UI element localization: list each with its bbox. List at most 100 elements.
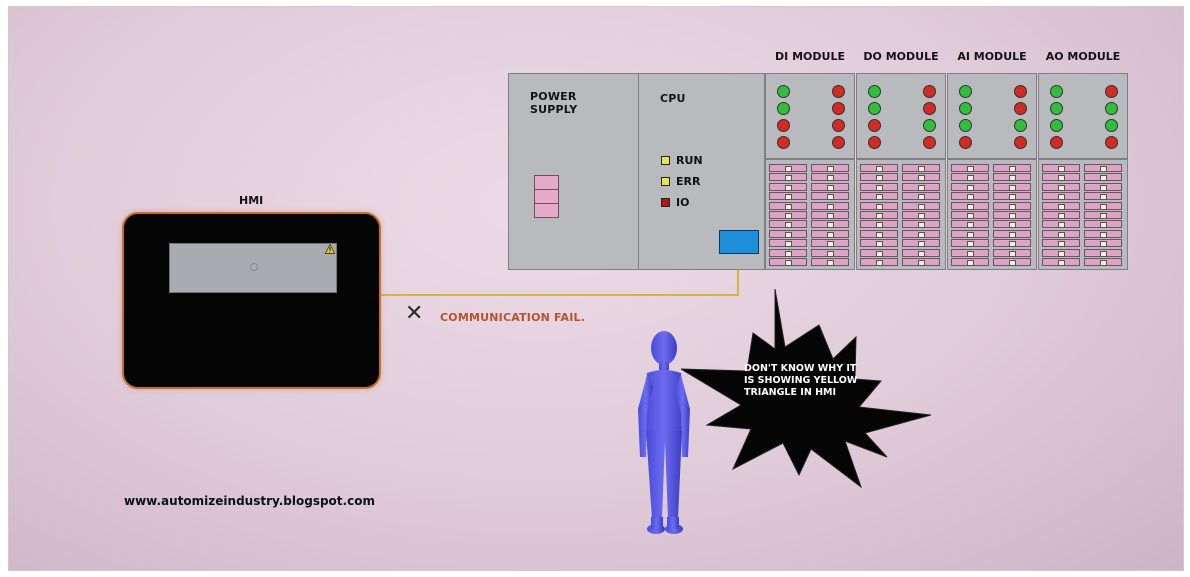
- module-led: [1050, 136, 1063, 149]
- module-led: [1014, 119, 1027, 132]
- module-title: DI MODULE: [775, 50, 845, 63]
- power-supply-module: POWER SUPPLY: [508, 73, 639, 270]
- terminal: [993, 173, 1031, 182]
- terminal: [902, 229, 940, 238]
- terminal: [860, 201, 898, 210]
- speech-burst: [681, 289, 931, 489]
- terminal: [1042, 173, 1080, 182]
- io-module-1: DO MODULE: [856, 50, 946, 270]
- terminal: [902, 173, 940, 182]
- terminal: [902, 211, 940, 219]
- terminal: [769, 164, 807, 172]
- module-led: [1050, 102, 1063, 115]
- terminal: [860, 182, 898, 191]
- module-led: [923, 136, 936, 149]
- terminal: [951, 258, 989, 266]
- terminal: [769, 201, 807, 210]
- terminal: [1084, 258, 1122, 266]
- terminal: [811, 192, 849, 201]
- terminal: [1084, 211, 1122, 219]
- communication-status: COMMUNICATION FAIL.: [440, 311, 586, 324]
- terminal: [1084, 192, 1122, 201]
- terminal: [811, 258, 849, 266]
- hmi-device: [122, 212, 381, 389]
- terminal: [769, 258, 807, 266]
- module-title: AO MODULE: [1045, 50, 1121, 63]
- terminal: [1084, 229, 1122, 238]
- speech-bubble-text: DON'T KNOW WHY IT IS SHOWING YELLOW TRIA…: [744, 363, 858, 398]
- hmi-screen: [169, 243, 337, 293]
- module-led: [832, 136, 845, 149]
- terminal: [769, 192, 807, 201]
- terminal: [769, 211, 807, 219]
- terminal: [951, 239, 989, 248]
- terminal: [860, 248, 898, 257]
- terminal: [811, 220, 849, 229]
- module-terminal-block: [1038, 159, 1128, 270]
- module-led: [1105, 102, 1118, 115]
- io-module-2: AI MODULE: [947, 50, 1037, 270]
- terminal: [860, 192, 898, 201]
- terminal: [1042, 229, 1080, 238]
- terminal: [902, 239, 940, 248]
- terminal: [951, 192, 989, 201]
- module-led: [1105, 136, 1118, 149]
- terminal: [993, 220, 1031, 229]
- terminal: [1042, 239, 1080, 248]
- terminal: [993, 239, 1031, 248]
- terminal: [1084, 220, 1122, 229]
- terminal: [993, 201, 1031, 210]
- module-led: [1050, 119, 1063, 132]
- module-led: [923, 85, 936, 98]
- terminal: [993, 192, 1031, 201]
- module-led: [777, 136, 790, 149]
- power-supply-label: POWER SUPPLY: [530, 90, 578, 116]
- module-led-panel: [947, 73, 1037, 159]
- status-led-run: [661, 156, 670, 165]
- terminal: [811, 211, 849, 219]
- terminal: [860, 229, 898, 238]
- terminal: [1042, 211, 1080, 219]
- terminal: [951, 248, 989, 257]
- terminal: [951, 211, 989, 219]
- terminal: [769, 229, 807, 238]
- terminal: [1042, 258, 1080, 266]
- status-led-io: [661, 198, 670, 207]
- module-led: [959, 102, 972, 115]
- website-url: www.automizeindustry.blogspot.com: [124, 494, 375, 508]
- terminal: [993, 229, 1031, 238]
- terminal: [811, 248, 849, 257]
- module-led: [868, 102, 881, 115]
- status-label-io: IO: [676, 196, 690, 209]
- terminal: [902, 164, 940, 172]
- power-supply-slot: [534, 203, 559, 218]
- module-led: [832, 102, 845, 115]
- module-led: [832, 85, 845, 98]
- module-led: [923, 119, 936, 132]
- module-led: [1105, 119, 1118, 132]
- terminal: [951, 201, 989, 210]
- terminal: [860, 239, 898, 248]
- module-led: [1014, 102, 1027, 115]
- terminal: [993, 164, 1031, 172]
- terminal: [811, 229, 849, 238]
- terminal: [1084, 239, 1122, 248]
- io-module-0: DI MODULE: [765, 50, 855, 270]
- module-led-panel: [1038, 73, 1128, 159]
- terminal: [1042, 248, 1080, 257]
- terminal: [1042, 164, 1080, 172]
- hmi-label: HMI: [239, 194, 264, 207]
- module-led: [777, 119, 790, 132]
- power-supply-slot: [534, 189, 559, 204]
- terminal: [811, 182, 849, 191]
- terminal: [860, 258, 898, 266]
- terminal: [993, 258, 1031, 266]
- terminal: [993, 248, 1031, 257]
- module-led: [777, 85, 790, 98]
- terminal: [951, 164, 989, 172]
- terminal: [1042, 182, 1080, 191]
- module-led: [1014, 85, 1027, 98]
- terminal: [993, 211, 1031, 219]
- terminal: [1084, 201, 1122, 210]
